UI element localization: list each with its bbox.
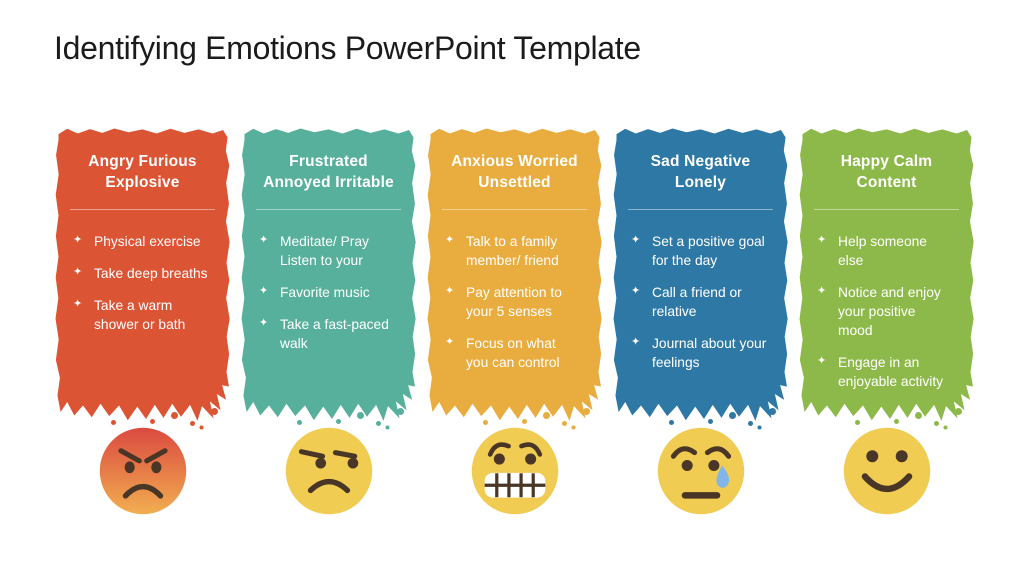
emotion-column-frustrated: Frustrated Annoyed Irritable ✦ Meditate/ … (241, 127, 416, 517)
diamond-bullet-icon: ✦ (73, 233, 83, 246)
paint-speckles (55, 127, 58, 130)
bullet-text: Focus on what you can control (466, 335, 560, 370)
bullet-list: ✦ Help someone else ✦ Notice and enjoy you… (812, 232, 961, 391)
list-item: ✦ Engage in an enjoyable activity (816, 353, 961, 391)
bullet-list: ✦ Physical exercise ✦ Take deep breaths ✦ T… (68, 232, 217, 334)
card-title: Happy Calm Content (840, 153, 933, 192)
card-sad: Sad Negative Lonely ✦ Set a positive goal… (613, 128, 788, 421)
bullet-text: Meditate/ Pray Listen to your (280, 233, 369, 268)
list-item: ✦ Call a friend or relative (630, 283, 775, 321)
list-item: ✦ Physical exercise (72, 232, 217, 251)
card-title: Angry Furious Explosive (88, 153, 197, 192)
divider (256, 208, 401, 210)
diamond-bullet-icon: ✦ (631, 284, 641, 297)
happy-face-icon (843, 427, 930, 515)
bullet-text: Set a positive goal for the day (652, 233, 765, 268)
unamused-face-icon (285, 427, 372, 515)
emotion-column-sad: Sad Negative Lonely ✦ Set a positive goal… (613, 127, 788, 517)
list-item: ✦ Focus on what you can control (444, 334, 589, 372)
paint-speckles (241, 127, 244, 130)
bullet-text: Talk to a family member/ friend (466, 233, 559, 268)
list-item: ✦ Favorite music (258, 283, 403, 302)
divider (814, 208, 959, 210)
card-title: Frustrated Annoyed Irritable (263, 153, 394, 192)
diamond-bullet-icon: ✦ (817, 233, 827, 246)
diamond-bullet-icon: ✦ (73, 265, 83, 278)
paint-speckles (613, 127, 616, 130)
card-happy: Happy Calm Content ✦ Help someone else ✦ N… (799, 128, 974, 421)
bullet-text: Notice and enjoy your positive mood (838, 284, 941, 338)
card-frustrated: Frustrated Annoyed Irritable ✦ Meditate/ … (241, 128, 416, 421)
diamond-bullet-icon: ✦ (259, 233, 269, 246)
diamond-bullet-icon: ✦ (445, 284, 455, 297)
divider (628, 208, 773, 210)
card-title: Sad Negative Lonely (650, 153, 751, 192)
list-item: ✦ Pay attention to your 5 senses (444, 283, 589, 321)
diamond-bullet-icon: ✦ (817, 284, 827, 297)
bullet-text: Take a warm shower or bath (94, 297, 186, 332)
paint-speckles (427, 127, 430, 130)
list-item: ✦ Set a positive goal for the day (630, 232, 775, 270)
divider (442, 208, 587, 210)
page-title: Identifying Emotions PowerPoint Template (54, 30, 641, 66)
emotion-cards-row: Angry Furious Explosive ✦ Physical exerci… (55, 127, 974, 517)
bullet-text: Journal about your feelings (652, 335, 767, 370)
card-anxious: Anxious Worried Unsettled ✦ Talk to a fam… (427, 128, 602, 421)
diamond-bullet-icon: ✦ (445, 335, 455, 348)
sad-tear-face-icon (657, 427, 744, 515)
emotion-column-anxious: Anxious Worried Unsettled ✦ Talk to a fam… (427, 127, 602, 517)
list-item: ✦ Journal about your feelings (630, 334, 775, 372)
bullet-text: Physical exercise (94, 233, 201, 249)
list-item: ✦ Talk to a family member/ friend (444, 232, 589, 270)
emotion-column-happy: Happy Calm Content ✦ Help someone else ✦ N… (799, 127, 974, 517)
bullet-text: Take a fast-paced walk (280, 316, 389, 351)
list-item: ✦ Meditate/ Pray Listen to your (258, 232, 403, 270)
list-item: ✦ Take a fast-paced walk (258, 315, 403, 353)
bullet-text: Call a friend or relative (652, 284, 742, 319)
divider (70, 208, 215, 210)
paint-speckles (799, 127, 802, 130)
diamond-bullet-icon: ✦ (817, 354, 827, 367)
bullet-text: Pay attention to your 5 senses (466, 284, 562, 319)
list-item: ✦ Notice and enjoy your positive mood (816, 283, 961, 340)
list-item: ✦ Take a warm shower or bath (72, 296, 217, 334)
card-angry: Angry Furious Explosive ✦ Physical exerci… (55, 128, 230, 421)
bullet-list: ✦ Talk to a family member/ friend ✦ Pay at… (440, 232, 589, 372)
diamond-bullet-icon: ✦ (445, 233, 455, 246)
list-item: ✦ Help someone else (816, 232, 961, 270)
diamond-bullet-icon: ✦ (73, 297, 83, 310)
diamond-bullet-icon: ✦ (259, 284, 269, 297)
card-title: Anxious Worried Unsettled (451, 153, 578, 192)
bullet-text: Take deep breaths (94, 265, 208, 281)
bullet-text: Help someone else (838, 233, 927, 268)
angry-face-icon (99, 427, 186, 515)
diamond-bullet-icon: ✦ (631, 335, 641, 348)
diamond-bullet-icon: ✦ (259, 316, 269, 329)
list-item: ✦ Take deep breaths (72, 264, 217, 283)
emotion-column-angry: Angry Furious Explosive ✦ Physical exerci… (55, 127, 230, 517)
grimacing-face-icon (471, 427, 558, 515)
bullet-list: ✦ Meditate/ Pray Listen to your ✦ Favorite… (254, 232, 403, 353)
bullet-text: Engage in an enjoyable activity (838, 354, 944, 389)
bullet-text: Favorite music (280, 284, 370, 300)
bullet-list: ✦ Set a positive goal for the day ✦ Call a… (626, 232, 775, 372)
diamond-bullet-icon: ✦ (631, 233, 641, 246)
